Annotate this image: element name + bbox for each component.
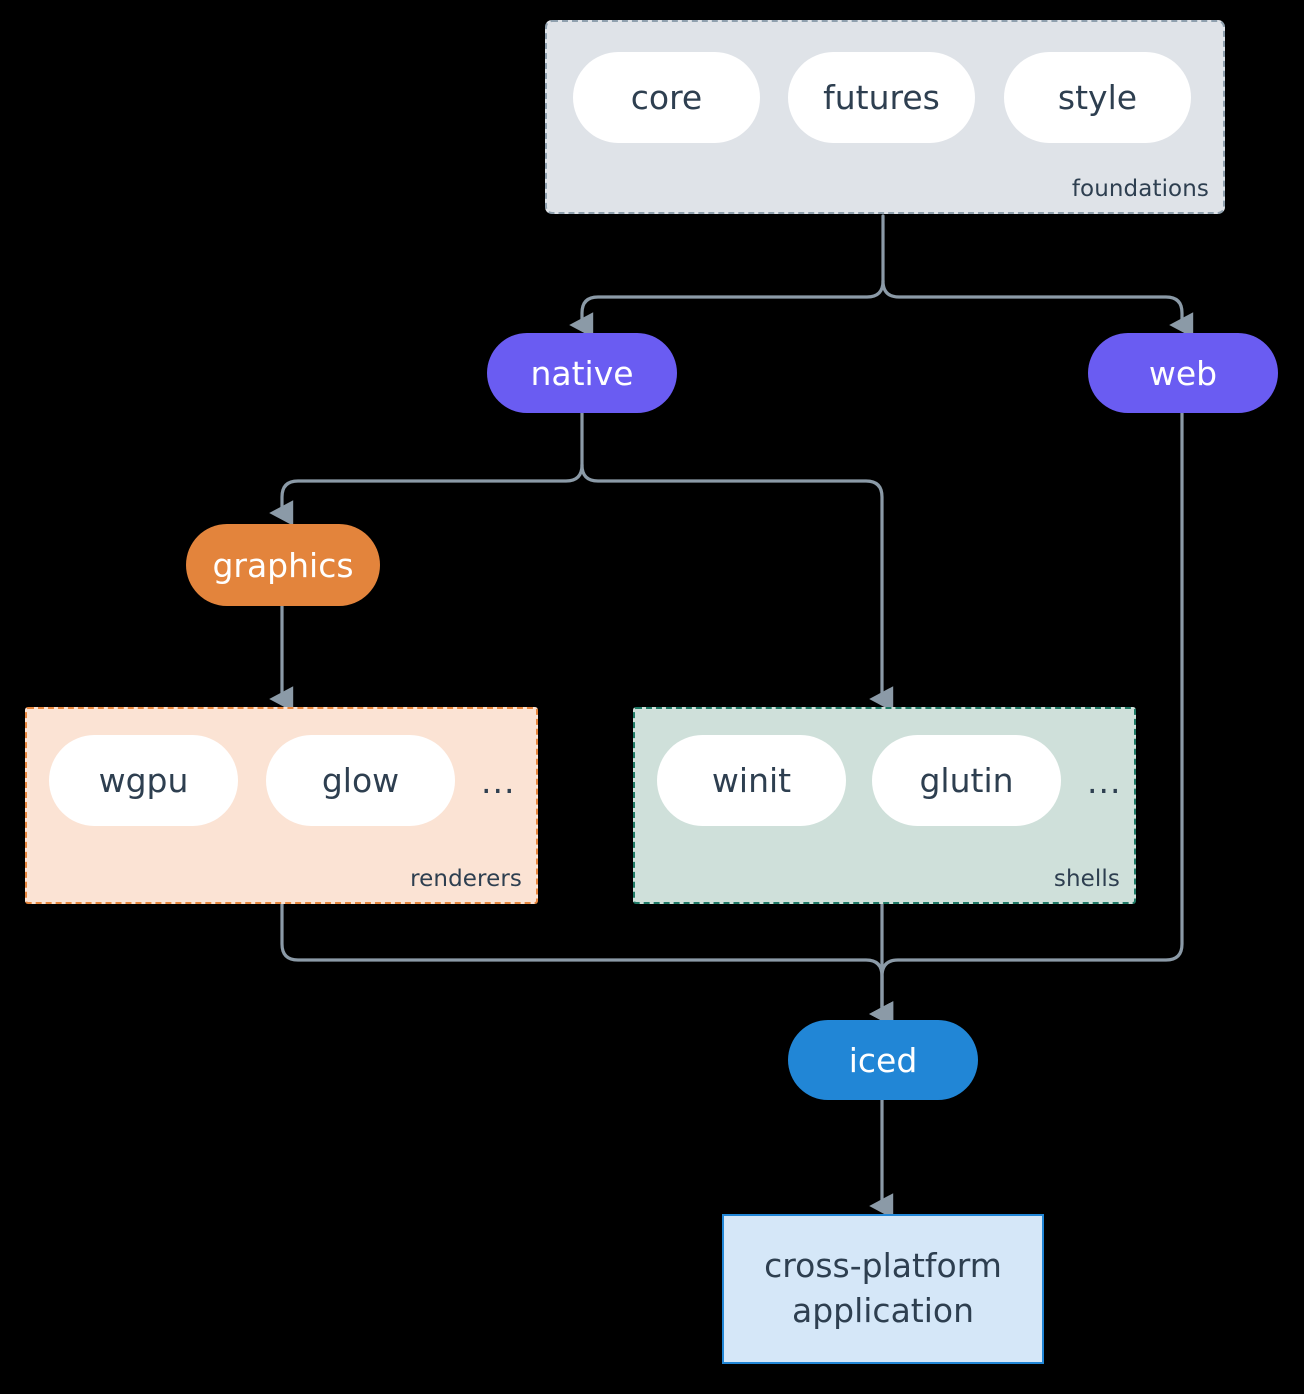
node-graphics-label: graphics xyxy=(212,545,354,585)
node-futures[interactable]: futures xyxy=(788,52,975,143)
node-native[interactable]: native xyxy=(487,333,677,413)
node-futures-label: futures xyxy=(823,78,940,117)
node-glow-label: glow xyxy=(321,761,400,800)
renderers-more-label: ... xyxy=(481,762,516,801)
edge-foundations-web xyxy=(881,279,1194,338)
node-glutin-label: glutin xyxy=(919,761,1014,800)
edge-native-graphics xyxy=(269,463,584,526)
node-glow[interactable]: glow xyxy=(266,735,455,826)
edge-native-shells xyxy=(580,463,894,712)
edge-renderers-iced xyxy=(280,902,894,1027)
node-iced-label: iced xyxy=(848,1040,918,1080)
cluster-foundations-label: foundations xyxy=(1071,176,1209,202)
cluster-shells-label: shells xyxy=(1053,866,1120,892)
node-style-label: style xyxy=(1057,78,1138,117)
node-wgpu[interactable]: wgpu xyxy=(49,735,238,826)
node-glutin[interactable]: glutin xyxy=(872,735,1061,826)
node-cross-platform-application[interactable]: cross-platform application xyxy=(722,1214,1044,1364)
node-application-line1: cross-platform xyxy=(764,1246,1002,1286)
node-core-label: core xyxy=(630,78,703,117)
node-winit[interactable]: winit xyxy=(657,735,846,826)
node-wgpu-label: wgpu xyxy=(98,761,189,800)
node-iced[interactable]: iced xyxy=(788,1020,978,1100)
node-native-label: native xyxy=(530,353,634,393)
node-application-line2: application xyxy=(791,1291,975,1330)
renderers-more-ellipsis: ... xyxy=(481,762,515,801)
node-core[interactable]: core xyxy=(573,52,760,143)
node-web-label: web xyxy=(1148,353,1218,393)
shells-more-ellipsis: ... xyxy=(1087,762,1121,801)
cluster-renderers-label: renderers xyxy=(410,866,522,892)
node-winit-label: winit xyxy=(711,761,792,800)
node-web[interactable]: web xyxy=(1088,333,1278,413)
node-style[interactable]: style xyxy=(1004,52,1191,143)
shells-more-label: ... xyxy=(1087,762,1122,801)
edge-foundations-native xyxy=(569,279,885,338)
node-graphics[interactable]: graphics xyxy=(186,524,380,606)
